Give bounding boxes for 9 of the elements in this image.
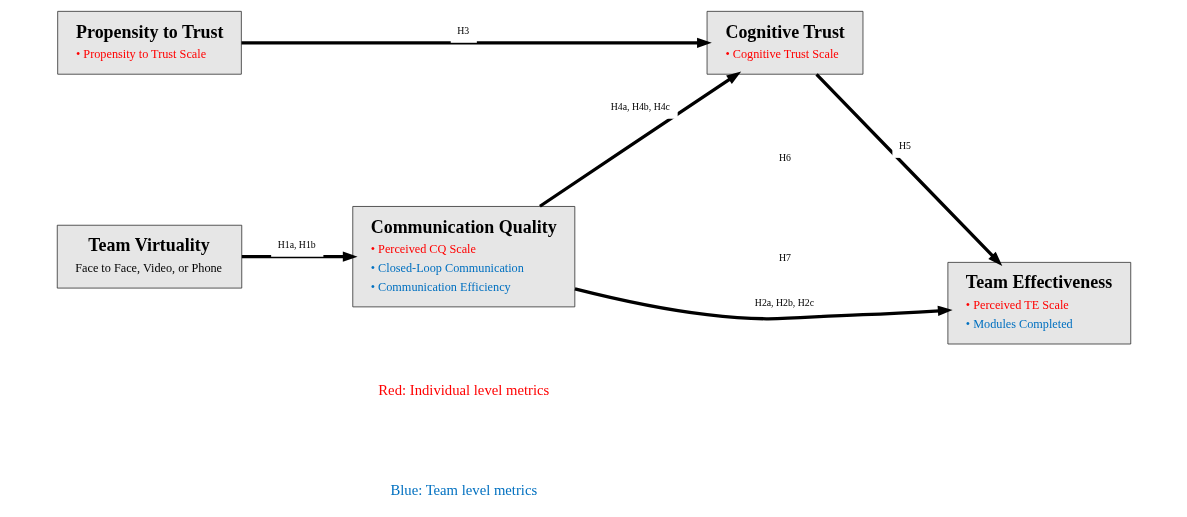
legend-label: Red: Individual level metrics	[377, 381, 549, 398]
edge-label: H1a, H1b	[277, 238, 316, 250]
edge-label: H4a, H4b, H4c	[610, 100, 670, 112]
label: H6	[778, 152, 791, 164]
label: H7	[778, 251, 791, 263]
legend-label: Blue: Team level metrics	[389, 481, 537, 498]
edge-label: H3	[456, 24, 469, 36]
edge-label: H2a, H2b, H2c	[754, 296, 814, 308]
edge-label: H5	[898, 139, 911, 151]
